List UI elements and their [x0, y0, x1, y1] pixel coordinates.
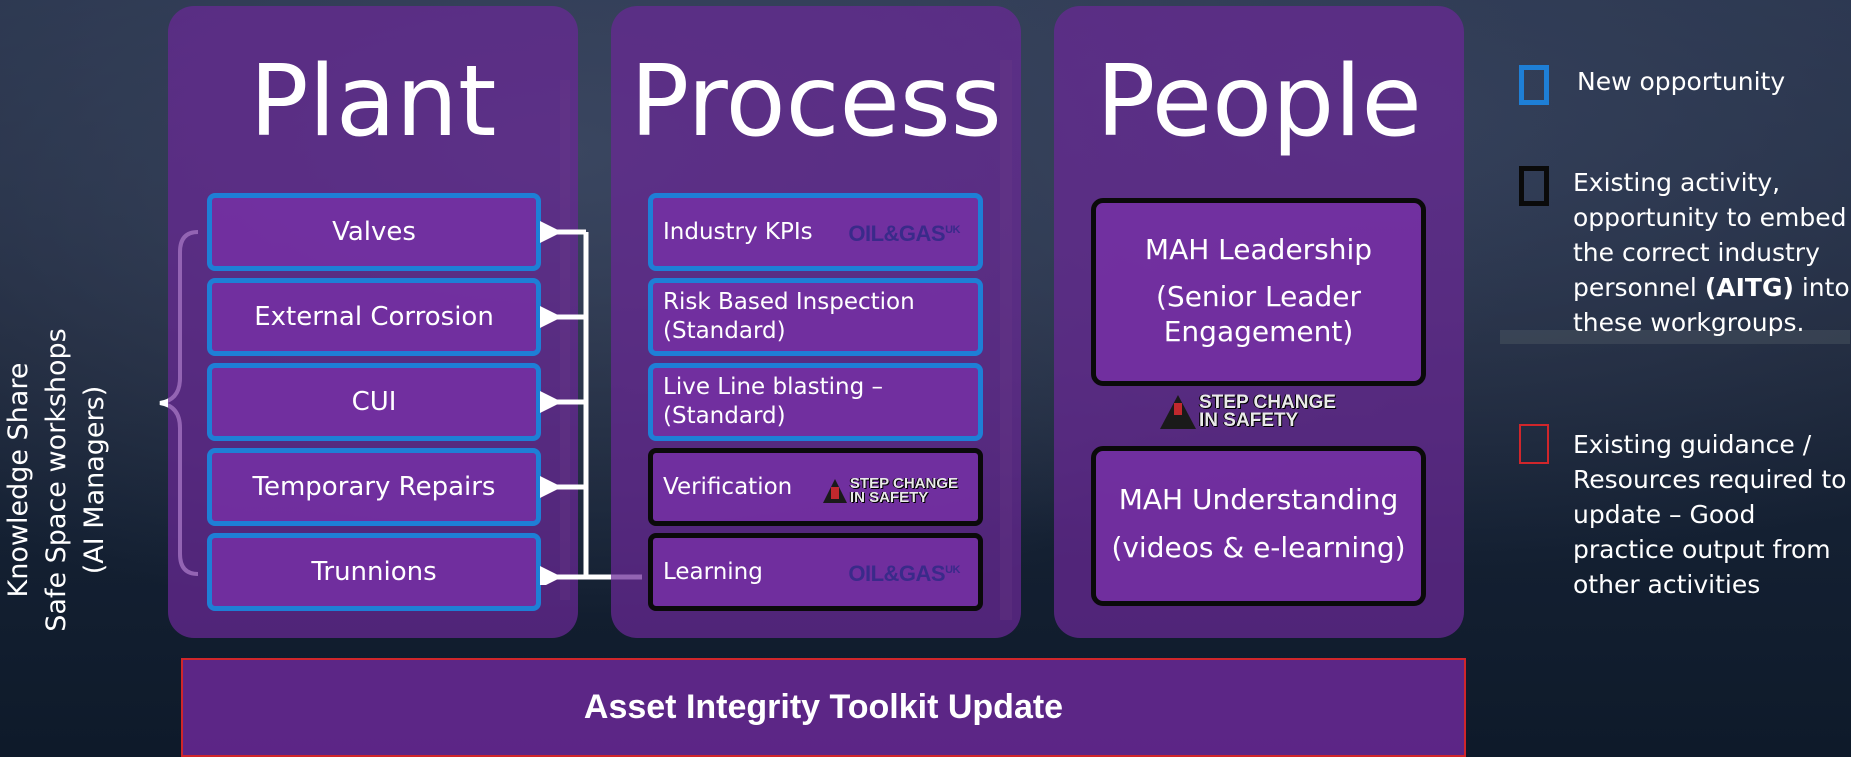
plant-item-temporary-repairs: Temporary Repairs [207, 448, 541, 526]
legend-existing-activity: Existing activity, opportunity to embed … [1573, 168, 1850, 337]
process-item-live-line-blasting: Live Line blasting –(Standard) [648, 363, 983, 441]
legend-new-opportunity: New opportunity [1577, 67, 1786, 96]
plant-title: Plant [249, 45, 497, 159]
plant-item-external-corrosion: External Corrosion [207, 278, 541, 356]
legend-red-square [1519, 424, 1549, 464]
legend-black-square [1519, 166, 1549, 206]
process-title: Process [630, 45, 1002, 159]
knowledge-share-label: Knowledge Share Safe Space workshops (AI… [3, 328, 110, 632]
mah-understanding-box: MAH Understanding (videos & e-learning) [1091, 446, 1426, 606]
mah-leadership-box: MAH Leadership (Senior Leader Engagement… [1091, 198, 1426, 386]
plant-item-valves: Valves [207, 193, 541, 271]
plant-item-trunnions: Trunnions [207, 533, 541, 611]
process-item-learning: Learning OIL&GASUK [648, 533, 983, 611]
background-rig-structure [1500, 330, 1850, 344]
warning-triangle-icon [822, 479, 847, 503]
footer-title: Asset Integrity Toolkit Update [583, 688, 1064, 726]
process-item-risk-based-inspection: Risk Based Inspection(Standard) [648, 278, 983, 356]
legend-existing-guidance: Existing guidance / Resources required t… [1573, 430, 1847, 599]
asset-integrity-toolkit-banner: Asset Integrity Toolkit Update [181, 658, 1466, 757]
oil-gas-uk-logo: OIL&GASUK [848, 221, 960, 247]
process-item-industry-kpis: Industry KPIs OIL&GASUK [648, 193, 983, 271]
warning-triangle-icon [1160, 395, 1196, 429]
people-title: People [1096, 45, 1422, 159]
oil-gas-uk-logo: OIL&GASUK [848, 561, 960, 587]
legend-blue-square [1519, 65, 1549, 105]
plant-item-cui: CUI [207, 363, 541, 441]
